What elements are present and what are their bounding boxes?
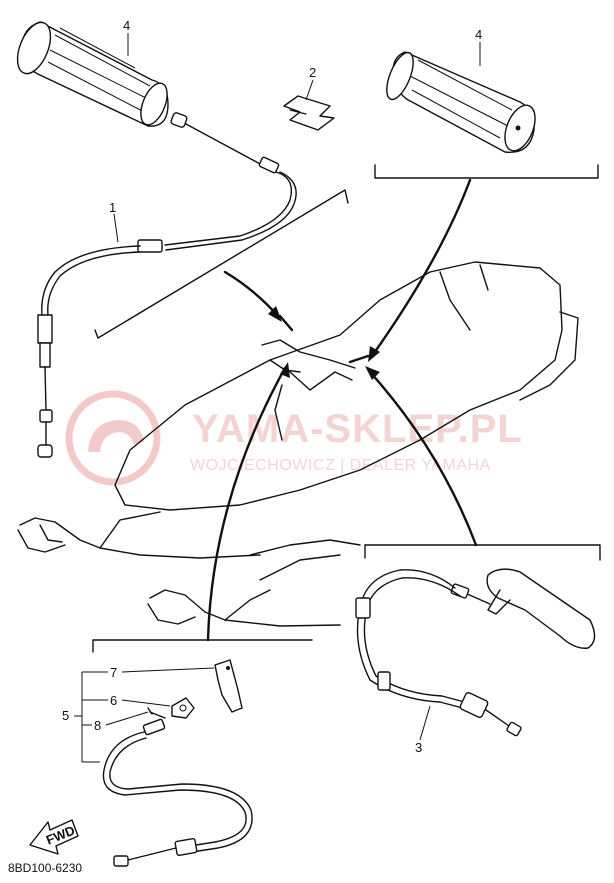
watermark-subtitle: WOJCIECHOWICZ | DEALER YAMAHA xyxy=(190,457,491,474)
cable-part-1[interactable] xyxy=(37,112,297,458)
callout-4-right: 4 xyxy=(475,27,482,42)
grip-right[interactable] xyxy=(381,49,541,155)
grip-left[interactable] xyxy=(11,18,173,129)
watermark-title: YAMA-SKLEP.PL xyxy=(192,407,523,451)
throttle-assembly-part-5[interactable] xyxy=(74,659,253,867)
callout-1: 1 xyxy=(109,200,116,215)
watermark-logo-icon xyxy=(65,390,161,486)
callout-7: 7 xyxy=(110,665,117,680)
snowmobile-silhouette xyxy=(17,261,579,627)
brake-lever-part-3[interactable] xyxy=(355,568,596,741)
leader-lines xyxy=(92,164,601,653)
callout-8: 8 xyxy=(94,718,101,733)
watermark-helmet-icon xyxy=(88,420,144,452)
callout-5: 5 xyxy=(62,708,69,723)
watermark: YAMA-SKLEP.PL WOJCIECHOWICZ | DEALER YAM… xyxy=(65,390,523,486)
callout-4-left: 4 xyxy=(123,18,130,33)
diagram-code: 8BD100-6230 xyxy=(8,861,82,875)
callouts: 4 4 2 1 3 5 6 7 8 xyxy=(62,18,482,755)
fwd-arrow-icon: FWD xyxy=(29,819,79,855)
callout-2: 2 xyxy=(309,65,316,80)
callout-6: 6 xyxy=(110,693,117,708)
clip-part-2[interactable] xyxy=(283,95,335,131)
callout-3: 3 xyxy=(415,740,422,755)
